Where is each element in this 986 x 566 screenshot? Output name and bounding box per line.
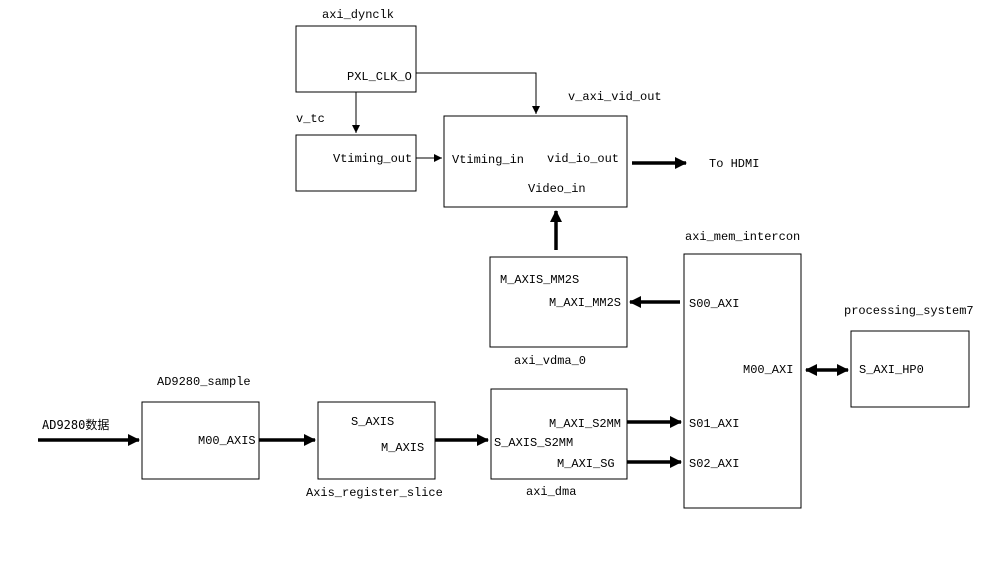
ad9280-sample-title: AD9280_sample <box>157 375 251 389</box>
block-axi-mem-intercon: axi_mem_intercon S00_AXI M00_AXI S01_AXI… <box>683 230 802 509</box>
axi-dynclk-box <box>295 25 417 93</box>
axi-dynclk-port-pxl-clk: PXL_CLK_O <box>347 70 412 84</box>
wire-pxlclk-to-vid-out <box>416 72 540 114</box>
axis-register-slice-port-s-axis: S_AXIS <box>351 415 394 429</box>
v-tc-port-vtiming-out: Vtiming_out <box>333 152 412 166</box>
block-v-axi-vid-out: v_axi_vid_out Vtiming_in vid_io_out Vide… <box>443 90 662 208</box>
v-axi-vid-out-port-vtiming-in: Vtiming_in <box>452 153 524 167</box>
axi-dma-title: axi_dma <box>526 485 576 499</box>
block-axi-vdma-0: M_AXIS_MM2S M_AXI_MM2S axi_vdma_0 <box>489 256 628 368</box>
block-axi-dynclk: axi_dynclk PXL_CLK_O <box>295 8 417 93</box>
block-axi-dma: M_AXI_S2MM S_AXIS_S2MM M_AXI_SG axi_dma <box>490 388 628 499</box>
processing-system7-box <box>850 330 970 408</box>
connections-thick <box>38 157 849 468</box>
axis-register-slice-port-m-axis: M_AXIS <box>381 441 424 455</box>
axi-dma-port-m-axi-s2mm: M_AXI_S2MM <box>549 417 621 431</box>
axi-dma-box <box>490 388 628 480</box>
axi-vdma-0-port-m-axis-mm2s: M_AXIS_MM2S <box>500 273 579 287</box>
axi-vdma-0-port-m-axi-mm2s: M_AXI_MM2S <box>549 296 621 310</box>
axis-register-slice-box <box>317 401 436 480</box>
connections-thin <box>352 72 540 162</box>
v-axi-vid-out-box <box>443 115 628 208</box>
ad9280-sample-box <box>141 401 260 480</box>
axi-dma-port-m-axi-sg: M_AXI_SG <box>557 457 615 471</box>
axi-mem-intercon-port-m00: M00_AXI <box>743 363 793 377</box>
axi-mem-intercon-port-s00: S00_AXI <box>689 297 739 311</box>
input-label: AD9280数据 <box>42 417 109 432</box>
axis-register-slice-title: Axis_register_slice <box>306 486 443 500</box>
processing-system7-title: processing_system7 <box>844 304 974 318</box>
axi-dma-port-s-axis-s2mm: S_AXIS_S2MM <box>494 436 573 450</box>
processing-system7-port-s-axi-hp0: S_AXI_HP0 <box>859 363 924 377</box>
axi-mem-intercon-port-s02: S02_AXI <box>689 457 739 471</box>
axi-vdma-0-title: axi_vdma_0 <box>514 354 586 368</box>
block-v-tc: v_tc Vtiming_out <box>295 112 417 192</box>
axi-vdma-0-box <box>489 256 628 348</box>
axi-mem-intercon-port-s01: S01_AXI <box>689 417 739 431</box>
v-axi-vid-out-title: v_axi_vid_out <box>568 90 662 104</box>
v-axi-vid-out-port-video-in: Video_in <box>528 182 586 196</box>
hdmi-label: To HDMI <box>709 157 759 171</box>
axi-mem-intercon-box <box>683 253 802 509</box>
v-tc-title: v_tc <box>296 112 325 126</box>
block-axis-register-slice: S_AXIS M_AXIS Axis_register_slice <box>306 401 443 500</box>
v-axi-vid-out-port-vid-io-out: vid_io_out <box>547 152 619 166</box>
block-processing-system7: processing_system7 S_AXI_HP0 <box>844 304 974 408</box>
axi-mem-intercon-title: axi_mem_intercon <box>685 230 800 244</box>
ad9280-sample-port-m00-axis: M00_AXIS <box>198 434 256 448</box>
block-ad9280-sample: AD9280_sample M00_AXIS <box>141 375 260 480</box>
v-tc-box <box>295 134 417 192</box>
axi-dynclk-title: axi_dynclk <box>322 8 394 22</box>
